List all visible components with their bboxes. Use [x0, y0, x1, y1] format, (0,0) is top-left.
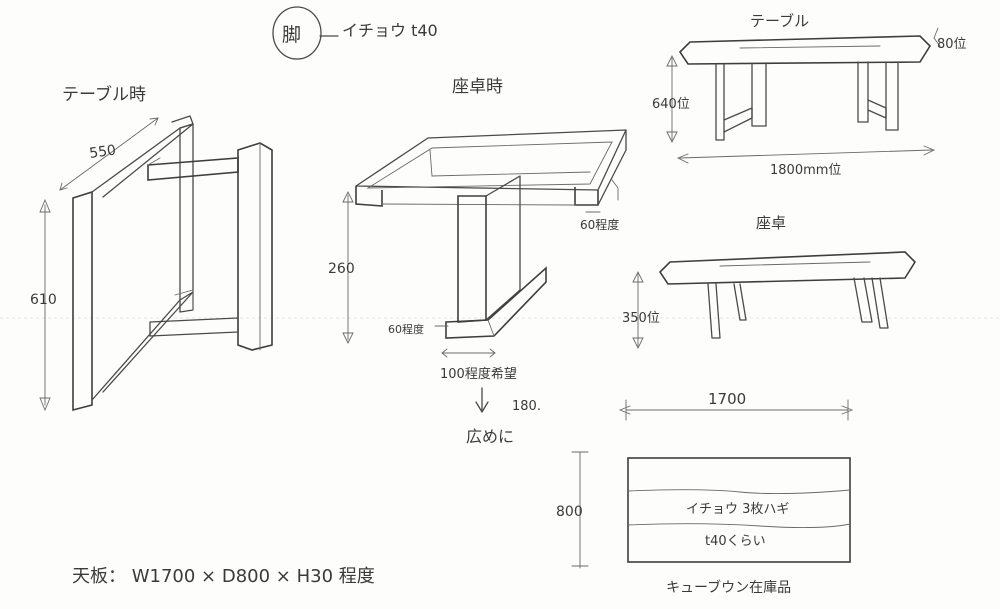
zataku-side-view: 座卓 350位	[622, 214, 917, 350]
leg-circle	[272, 6, 322, 60]
height-dim-label: 610	[30, 292, 57, 308]
leg-spec-label: イチョウ t40	[342, 21, 438, 40]
plan-stock-note: キューブウン在庫品	[666, 579, 791, 596]
zataku-mode-title: 座卓時	[452, 77, 503, 97]
zataku-mode-sketch: 座卓時 260 60程度 60程度 100程度希望	[328, 77, 627, 446]
table-mode-sketch: テーブル時 550 610	[30, 84, 273, 412]
leg-header: 脚 イチョウ t40	[272, 6, 438, 60]
width-dim-label: 550	[88, 142, 117, 162]
zataku-base-width-note: 100程度希望	[440, 366, 517, 382]
plan-depth-label: 800	[556, 504, 583, 520]
table-view-height: 640位	[652, 97, 690, 112]
plan-thickness: t40くらい	[705, 534, 766, 549]
zataku-base-height-note: 60程度	[388, 322, 424, 336]
zataku-beam-note: 60程度	[580, 217, 619, 232]
plan-width-label: 1700	[708, 390, 746, 408]
width-dim-line	[59, 117, 159, 191]
zataku-height-label: 260	[328, 261, 355, 277]
leg-circle-label: 脚	[282, 24, 301, 46]
plan-material: イチョウ 3枚ハギ	[686, 502, 789, 517]
table-side-view: テーブル 80位 640位 1800mm位	[652, 12, 967, 178]
tabletop-spec: 天板： W1700 × D800 × H30 程度	[72, 566, 375, 587]
zataku-view-height: 350位	[622, 311, 660, 326]
zataku-view-title: 座卓	[756, 214, 786, 232]
top-plan: 1700 800 イチョウ 3枚ハギ t40くらい キューブウン在庫品	[556, 390, 854, 596]
tabletop-spec-text: 天板： W1700 × D800 × H30 程度	[72, 566, 375, 587]
table-view-thickness: 80位	[937, 37, 967, 52]
table-view-length: 1800mm位	[770, 163, 841, 178]
zataku-arrow-value: 180.	[512, 399, 541, 414]
table-view-title: テーブル	[750, 12, 809, 30]
table-mode-title: テーブル時	[62, 84, 146, 105]
zataku-wider-note: 広めに	[466, 427, 514, 446]
